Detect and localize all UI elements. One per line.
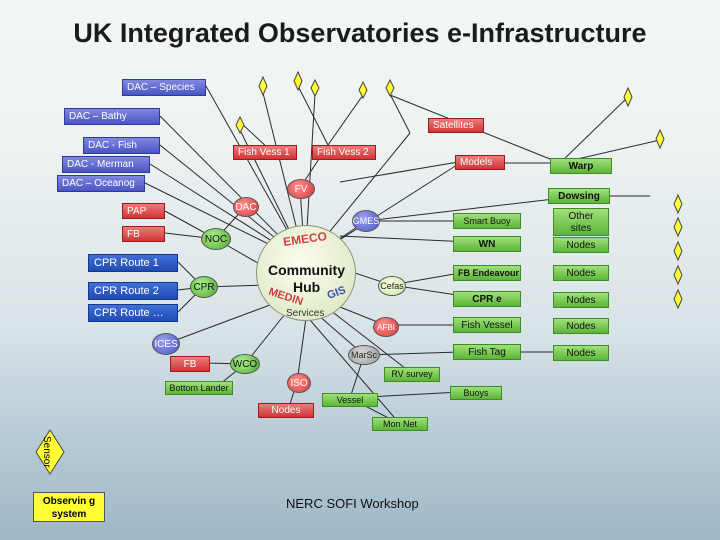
cpr-e-node: CPR e bbox=[453, 291, 521, 307]
fb-node: FB bbox=[122, 226, 165, 242]
dac-oceanog: DAC – Oceanog bbox=[57, 175, 145, 192]
marsc-circle: MarSc bbox=[348, 345, 380, 365]
services-label: Services bbox=[286, 308, 325, 319]
dowsing-node: Dowsing bbox=[548, 188, 610, 204]
iso-circle: ISO bbox=[287, 373, 311, 393]
sensor-diamond-icon bbox=[673, 193, 683, 215]
fb-endeavour-node: FB Endeavour bbox=[453, 265, 521, 281]
models-node: Models bbox=[455, 155, 505, 170]
nodes-node-5: Nodes bbox=[553, 345, 609, 361]
gmes-circle: GMES bbox=[352, 210, 380, 232]
dac-merman: DAC - Merman bbox=[62, 156, 150, 173]
cpr-route-n: CPR Route … bbox=[88, 304, 178, 322]
sensor-diamond-icon bbox=[235, 115, 245, 135]
satellites-node: Satellites bbox=[428, 118, 484, 133]
nodes-node-4: Nodes bbox=[553, 318, 609, 334]
smart-buoy-node: Smart Buoy bbox=[453, 213, 521, 229]
sensor-diamond-icon bbox=[310, 78, 320, 98]
footer-workshop: NERC SOFI Workshop bbox=[286, 496, 419, 511]
nodes-box: Nodes bbox=[258, 403, 314, 418]
rv-survey-node: RV survey bbox=[384, 367, 440, 382]
nodes-node-3: Nodes bbox=[553, 292, 609, 308]
bottom-lander-node: Bottom Lander bbox=[165, 381, 233, 395]
wco-circle: WCO bbox=[230, 354, 260, 374]
cpr-route-1: CPR Route 1 bbox=[88, 254, 178, 272]
ices-circle: ICES bbox=[152, 333, 180, 355]
sensor-diamond-icon bbox=[385, 78, 395, 98]
cefas-circle: Cefas bbox=[378, 276, 406, 296]
community-label: Community bbox=[268, 262, 345, 278]
sensor-diamond-icon bbox=[673, 216, 683, 238]
dac-bathy: DAC – Bathy bbox=[64, 108, 160, 125]
sensor-diamond-icon bbox=[673, 264, 683, 286]
legend-observing-system: Observin g system bbox=[33, 492, 105, 522]
sensor-diamond-icon bbox=[655, 128, 665, 150]
other-sites-node: Other sites bbox=[553, 208, 609, 236]
sensor-diamond-icon bbox=[293, 70, 303, 92]
hub-label: Hub bbox=[293, 279, 321, 295]
fish-vess-2-node: Fish Vess 2 bbox=[312, 145, 376, 160]
noc-circle: NOC bbox=[201, 228, 231, 250]
fish-vessel-node: Fish Vessel bbox=[453, 317, 521, 333]
cpr-route-2: CPR Route 2 bbox=[88, 282, 178, 300]
buoys-node: Buoys bbox=[450, 386, 502, 400]
wn-node: WN bbox=[453, 236, 521, 252]
community-hub bbox=[256, 225, 356, 321]
fish-vess-1-node: Fish Vess 1 bbox=[233, 145, 297, 160]
sensor-diamond-icon bbox=[623, 86, 633, 108]
page-title: UK Integrated Observatories e-Infrastruc… bbox=[73, 18, 647, 48]
fb-bottom-node: FB bbox=[170, 356, 210, 372]
fish-tag-node: Fish Tag bbox=[453, 344, 521, 360]
nodes-node-1: Nodes bbox=[553, 237, 609, 253]
vessel-node: Vessel bbox=[322, 393, 378, 407]
sensor-diamond-icon bbox=[673, 288, 683, 310]
warp-node: Warp bbox=[550, 158, 612, 174]
sensor-diamond-icon bbox=[673, 240, 683, 262]
legend-sensor-icon bbox=[35, 429, 65, 475]
sensor-diamond-icon bbox=[358, 80, 368, 100]
sensor-diamond-icon bbox=[258, 75, 268, 97]
dac-fish: DAC - Fish bbox=[83, 137, 160, 154]
mon-net-node: Mon Net bbox=[372, 417, 428, 431]
nodes-node-2: Nodes bbox=[553, 265, 609, 281]
cpr-circle: CPR bbox=[190, 276, 218, 298]
dac-circle: DAC bbox=[233, 197, 259, 217]
legend-sensor-label: Sensor bbox=[41, 436, 52, 468]
afbi-circle: AFBI bbox=[373, 317, 399, 337]
fv-circle: FV bbox=[287, 179, 315, 199]
dac-species: DAC – Species bbox=[122, 79, 206, 96]
pap-node: PAP bbox=[122, 203, 165, 219]
